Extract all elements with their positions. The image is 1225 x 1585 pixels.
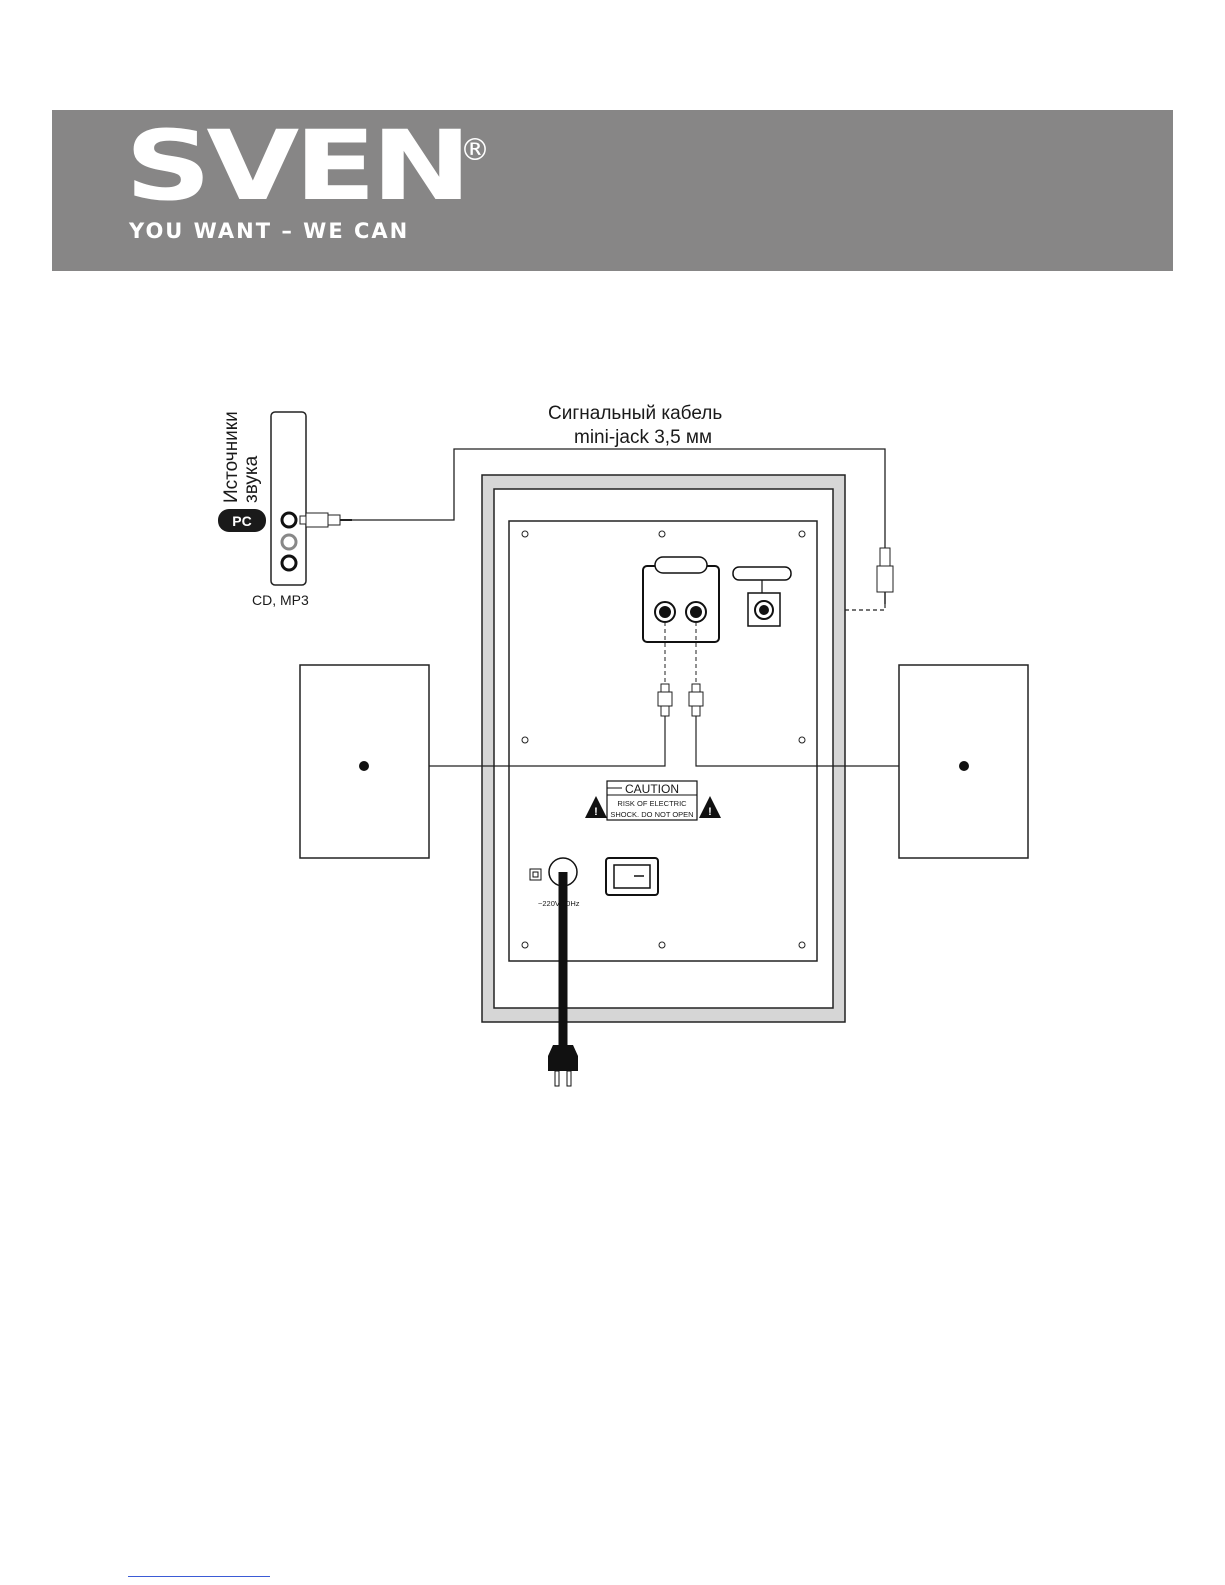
speaker-output-block <box>643 557 719 642</box>
svg-text:!: ! <box>708 806 712 818</box>
caution-title: CAUTION <box>625 782 679 796</box>
jack-socket-3 <box>282 556 296 570</box>
footer-link-line <box>128 1576 270 1577</box>
cable-label-line2: mini-jack 3,5 мм <box>574 427 712 448</box>
jack-socket-1 <box>282 513 296 527</box>
mini-jack-plug-subwoofer <box>877 548 893 604</box>
svg-text:!: ! <box>594 806 598 818</box>
source-label-line2: звука <box>241 455 262 503</box>
jack-socket-2 <box>282 535 296 549</box>
source-caption: CD, MP3 <box>252 592 309 608</box>
caution-line2: SHOCK. DO NOT OPEN <box>610 810 693 819</box>
sound-source-device <box>271 412 306 585</box>
cable-label-line1: Сигнальный кабель <box>548 403 722 424</box>
pc-badge-label: PC <box>232 513 251 529</box>
power-plug <box>548 1045 578 1086</box>
source-label-line1: Источники <box>221 411 242 503</box>
caution-line1: RISK OF ELECTRIC <box>617 799 687 808</box>
mini-jack-plug-source <box>300 513 352 527</box>
